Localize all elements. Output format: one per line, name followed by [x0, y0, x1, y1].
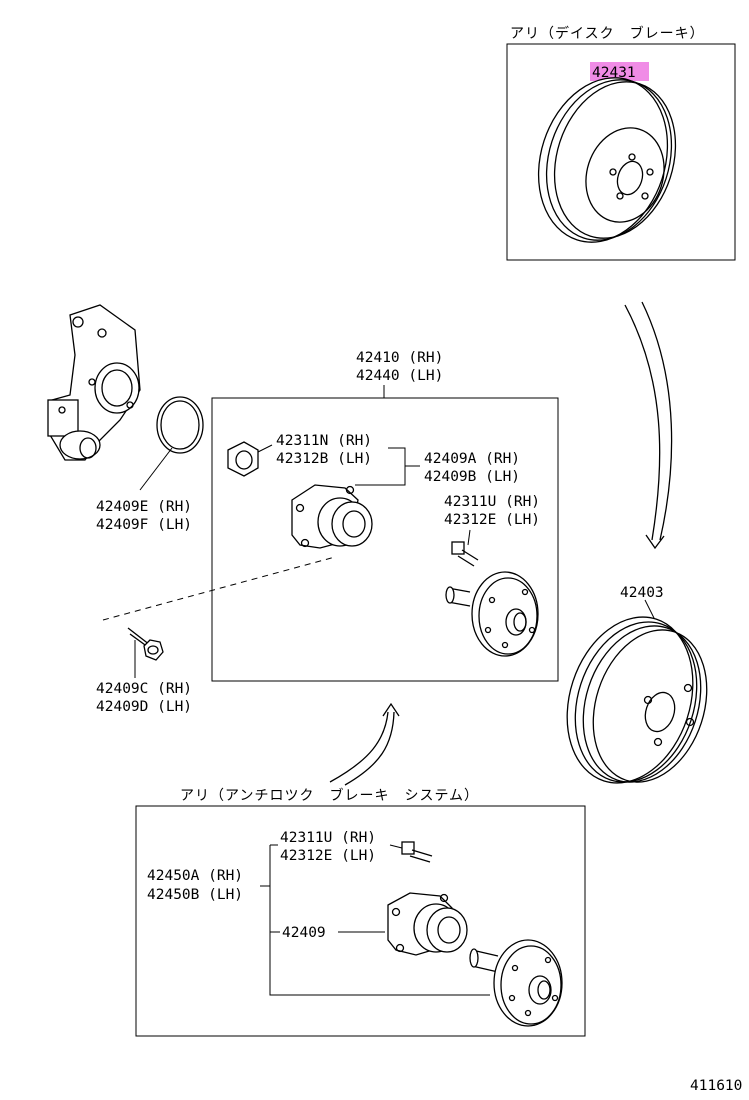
part-label-42311N[interactable]: 42311N (RH): [276, 433, 372, 449]
part-label-42450A[interactable]: 42450A (RH): [147, 868, 243, 884]
brake-drum-drawing: [566, 616, 708, 784]
part-label-42409F[interactable]: 42409F (LH): [96, 517, 192, 533]
arrow-abs-to-hub: [329, 702, 400, 786]
part-label-42409D[interactable]: 42409D (LH): [96, 699, 192, 715]
part-label-42450B[interactable]: 42450B (LH): [147, 887, 243, 903]
hub-bearing-group-box: [211, 397, 559, 682]
hub-nut-drawing: [227, 441, 259, 477]
arrow-disc-to-drum: [624, 301, 673, 550]
group-label-disc-brake: アリ（デイスク ブレーキ）: [510, 25, 705, 42]
o-ring-drawing: [156, 396, 204, 454]
axle-hub-drawing: [445, 571, 539, 657]
leader-dashed-bolt: [102, 556, 336, 621]
part-label-abs-42311U[interactable]: 42311U (RH): [280, 830, 376, 846]
diagram-code: 411610: [690, 1078, 742, 1094]
part-label-42431[interactable]: 42431: [592, 65, 636, 81]
group-label-abs: アリ（アンチロツク ブレーキ システム）: [180, 787, 479, 804]
disc-rotor-drawing: [537, 77, 677, 243]
part-label-42403[interactable]: 42403: [620, 585, 664, 601]
abs-axle-hub-drawing: [469, 939, 563, 1027]
abs-wheel-stud-drawing: [401, 841, 433, 863]
part-label-42409[interactable]: 42409: [282, 925, 326, 941]
part-label-abs-42312E[interactable]: 42312E (LH): [280, 848, 376, 864]
part-label-42409C[interactable]: 42409C (RH): [96, 681, 192, 697]
part-label-42410[interactable]: 42410 (RH): [356, 350, 443, 366]
hub-bolt-drawing: [127, 627, 164, 661]
part-label-42409E[interactable]: 42409E (RH): [96, 499, 192, 515]
part-number-highlight: [590, 62, 649, 81]
part-label-42409A[interactable]: 42409A (RH): [424, 451, 520, 467]
part-label-42312E[interactable]: 42312E (LH): [444, 512, 540, 528]
disc-brake-group-box: [506, 43, 736, 261]
part-label-42409B[interactable]: 42409B (LH): [424, 469, 520, 485]
abs-bearing-housing-drawing: [387, 892, 468, 956]
bearing-housing-drawing: [291, 484, 373, 549]
abs-group-box: [135, 805, 586, 1037]
part-label-42311U[interactable]: 42311U (RH): [444, 494, 540, 510]
part-label-42312B[interactable]: 42312B (LH): [276, 451, 372, 467]
wheel-stud-drawing: [451, 541, 479, 567]
steering-knuckle-drawing: [47, 304, 141, 461]
part-label-42440[interactable]: 42440 (LH): [356, 368, 443, 384]
